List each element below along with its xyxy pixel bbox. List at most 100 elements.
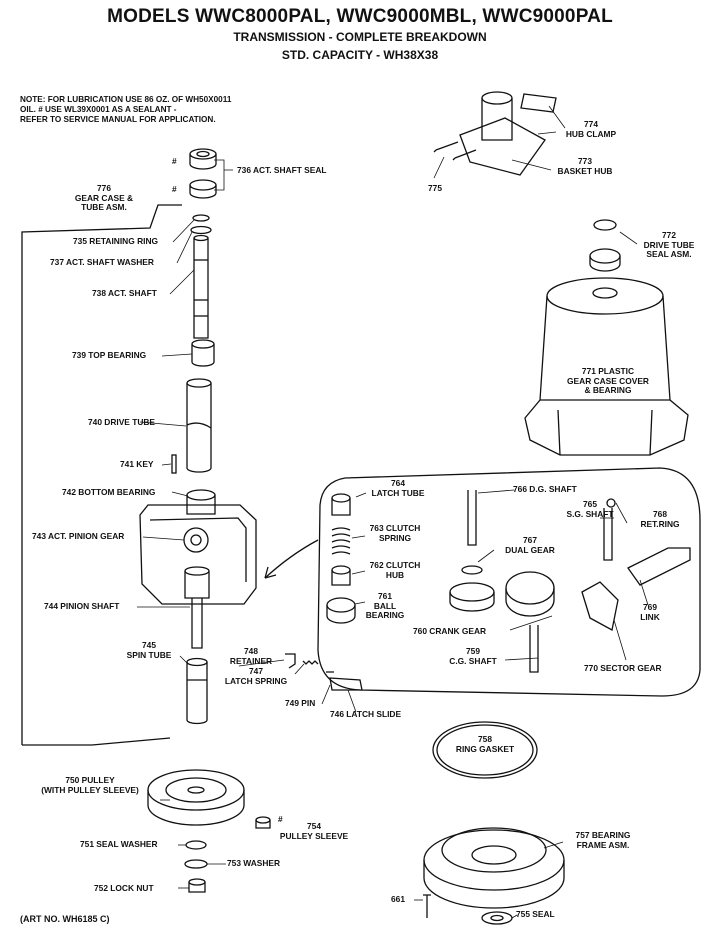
label-769-num: 769 — [643, 602, 657, 612]
label-742: 742 BOTTOM BEARING — [62, 487, 156, 497]
dg-shaft-drawing — [467, 490, 477, 546]
label-763: 763 CLUTCH SPRING — [360, 523, 430, 543]
gear-assembly-enclosure — [317, 467, 701, 697]
label-763-num: 763 CLUTCH — [369, 523, 421, 533]
label-752: 752 LOCK NUT — [94, 883, 154, 893]
label-773-name: BASKET HUB — [557, 165, 613, 176]
note-line-2: OIL. # USE WL39X0001 AS A SEALANT - — [20, 105, 177, 114]
pinion-shaft-drawing — [191, 598, 203, 649]
label-764: 764 LATCH TUBE — [358, 478, 438, 498]
label-767-num: 767 — [523, 535, 537, 545]
label-748-num: 748 — [244, 646, 258, 656]
label-776-name-1: GEAR CASE & — [74, 192, 134, 203]
label-765-name: S.G. SHAFT — [566, 508, 614, 519]
label-776-num: 776 — [97, 183, 111, 193]
label-741: 741 KEY — [120, 459, 154, 469]
label-760: 760 CRANK GEAR — [413, 626, 487, 636]
latch-tube-drawing — [331, 493, 351, 516]
top-bearing-drawing — [191, 339, 215, 367]
washer-drawing — [184, 859, 208, 869]
label-762-name: HUB — [385, 569, 405, 580]
label-748-name: RETAINER — [229, 655, 273, 666]
sector-gear-drawing — [581, 581, 619, 631]
label-759: 759 C.G. SHAFT — [438, 646, 508, 666]
label-739: 739 TOP BEARING — [72, 350, 147, 360]
retainer-drawing — [285, 653, 296, 669]
label-775: 775 — [428, 183, 442, 193]
act-shaft-drawing — [193, 234, 209, 339]
label-772-name-2: SEAL ASM. — [646, 249, 692, 259]
hash-mark-seal-top: # — [172, 156, 177, 166]
latch-spring-drawing — [302, 660, 319, 665]
label-761-name-1: BALL — [373, 600, 397, 611]
label-740: 740 DRIVE TUBE — [88, 417, 156, 427]
label-772-name-1: DRIVE TUBE — [643, 239, 695, 250]
label-767-name: DUAL GEAR — [505, 544, 555, 555]
label-754: 754 PULLEY SLEEVE — [274, 821, 354, 841]
label-771: 771 PLASTIC GEAR CASE COVER & BEARING — [558, 366, 658, 396]
act-shaft-washer-drawing — [190, 225, 212, 235]
enclosure-arrowhead — [264, 566, 277, 579]
label-768: 768 RET.RING — [632, 509, 688, 529]
gear-case-cover-drawing — [524, 277, 689, 456]
label-761: 761 BALL BEARING — [355, 591, 415, 621]
crank-gear-drawing — [505, 571, 555, 617]
hash-mark-sleeve: # — [278, 814, 283, 824]
cg-shaft-drawing — [529, 625, 539, 673]
label-776: 776 GEAR CASE & TUBE ASM. — [64, 183, 144, 213]
leader-lines — [137, 105, 649, 919]
label-750-name: (WITH PULLEY SLEEVE) — [41, 784, 139, 795]
label-776-name-2: TUBE ASM. — [81, 202, 127, 212]
label-758-name: RING GASKET — [455, 743, 515, 754]
label-737: 737 ACT. SHAFT WASHER — [50, 257, 154, 267]
hub-clamp-drawing — [520, 93, 557, 113]
drive-tube-drawing — [186, 378, 212, 473]
label-774-name: HUB CLAMP — [565, 128, 617, 139]
seal-drawing — [481, 911, 513, 925]
act-shaft-seal-drawing — [189, 148, 217, 199]
capacity-label: STD. CAPACITY - WH38X38 — [281, 48, 439, 62]
label-746: 746 LATCH SLIDE — [330, 709, 402, 719]
label-661: 661 — [391, 894, 405, 904]
label-759-name: C.G. SHAFT — [449, 655, 497, 666]
label-747: 747 LATCH SPRING — [216, 666, 296, 686]
label-757-name: FRAME ASM. — [576, 839, 630, 850]
label-767: 767 DUAL GEAR — [494, 535, 566, 555]
page-title: MODELS WWC8000PAL, WWC9000MBL, WWC9000PA… — [107, 6, 613, 27]
enclosure-arrow — [264, 539, 319, 579]
label-769: 769 LINK — [630, 602, 670, 622]
bearing-frame-drawing — [423, 827, 565, 909]
label-770: 770 SECTOR GEAR — [584, 663, 662, 673]
label-754-name: PULLEY SLEEVE — [279, 830, 349, 841]
ret-ring-drawing — [606, 498, 616, 508]
lubrication-note: NOTE: FOR LUBRICATION USE 86 OZ. OF WH50… — [20, 95, 231, 125]
sg-shaft-drawing — [603, 508, 613, 561]
dual-gear-drawing — [449, 565, 495, 612]
label-762: 762 CLUTCH HUB — [360, 560, 430, 580]
label-771-name-2: & BEARING — [584, 385, 632, 395]
label-750-num: 750 PULLEY — [65, 775, 115, 785]
label-744: 744 PINION SHAFT — [44, 601, 120, 611]
label-745-num: 745 — [142, 640, 156, 650]
clutch-hub-drawing — [331, 565, 351, 586]
label-753: 753 WASHER — [227, 858, 281, 868]
basket-hub-drawing — [459, 91, 546, 176]
label-754-num: 754 — [307, 821, 321, 831]
lock-nut-drawing — [188, 878, 206, 893]
spin-tube-drawing — [186, 657, 208, 725]
label-772: 772 DRIVE TUBE SEAL ASM. — [636, 230, 702, 260]
ball-bearing-drawing — [326, 597, 356, 624]
label-774: 774 HUB CLAMP — [556, 119, 626, 139]
label-750: 750 PULLEY (WITH PULLEY SLEEVE) — [20, 775, 160, 795]
label-758-num: 758 — [478, 734, 492, 744]
label-755: 755 SEAL — [516, 909, 555, 919]
note-line-3: REFER TO SERVICE MANUAL FOR APPLICATION. — [20, 115, 216, 124]
label-768-name: RET.RING — [640, 518, 680, 529]
page-subtitle: TRANSMISSION - COMPLETE BREAKDOWN — [233, 30, 487, 44]
note-line-1: NOTE: FOR LUBRICATION USE 86 OZ. OF WH50… — [20, 95, 232, 104]
label-763-name: SPRING — [378, 532, 412, 543]
label-736: 736 ACT. SHAFT SEAL — [237, 165, 327, 175]
label-764-num: 764 — [391, 478, 405, 488]
